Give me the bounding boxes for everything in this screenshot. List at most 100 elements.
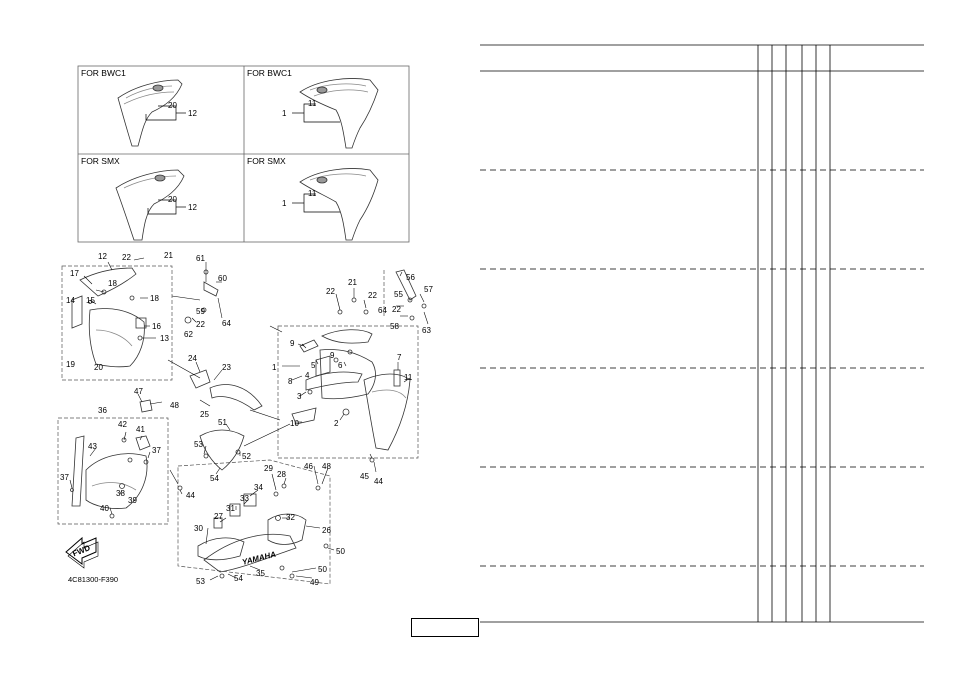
callout-label: 12 <box>188 109 197 118</box>
callout-label: 16 <box>152 322 161 331</box>
callout-label: 10 <box>290 419 299 428</box>
group-outline <box>57 265 419 585</box>
variant-caption: FOR BWC1 <box>247 68 292 78</box>
callout-label: 20 <box>94 363 103 372</box>
callout-label: 22 <box>122 253 131 262</box>
callout-label: 52 <box>242 452 251 461</box>
under-cowl-parts <box>197 483 329 579</box>
right-cowl-parts <box>291 329 411 451</box>
callout-label: 9 <box>290 339 295 348</box>
callout-label: 31 <box>226 504 235 513</box>
callout-label: 37 <box>152 446 161 455</box>
callout-label: 44 <box>186 491 195 500</box>
callout-label: 54 <box>210 474 219 483</box>
callout-label: 40 <box>100 504 109 513</box>
variant-caption: FOR BWC1 <box>81 68 126 78</box>
callout-label: 34 <box>254 483 263 492</box>
callout-label: 64 <box>222 319 231 328</box>
callout-label: 22 <box>368 291 377 300</box>
callout-label: 55 <box>394 290 403 299</box>
upper-cowl-parts <box>71 267 147 368</box>
callout-label: 17 <box>70 269 79 278</box>
callout-label: 2 <box>334 419 339 428</box>
callout-label: 1 <box>282 109 287 118</box>
callout-label: 43 <box>88 442 97 451</box>
side-cowl-illustration <box>299 78 379 149</box>
callout-label: 32 <box>286 513 295 522</box>
parts-list-grid <box>480 44 924 623</box>
callout-label: 39 <box>128 496 137 505</box>
callout-label: 49 <box>310 578 319 587</box>
callout-label: 22 <box>196 320 205 329</box>
callout-label: 44 <box>374 477 383 486</box>
callout-label: 62 <box>184 330 193 339</box>
callout-label: 3 <box>297 392 302 401</box>
callout-label: 63 <box>422 326 431 335</box>
callout-leader <box>292 193 340 213</box>
callout-label: 30 <box>194 524 203 533</box>
side-cowl-illustration <box>115 169 185 241</box>
callout-label: 60 <box>218 274 227 283</box>
callout-label: 21 <box>164 251 173 260</box>
callout-label: 5 <box>311 361 316 370</box>
callout-label: 28 <box>277 470 286 479</box>
callout-label: 53 <box>194 440 203 449</box>
callout-label: 53 <box>196 577 205 586</box>
callout-label: 4 <box>305 371 310 380</box>
callout-label: 11 <box>308 99 317 108</box>
variant-caption: FOR SMX <box>247 156 286 166</box>
fwd-arrow-icon <box>65 536 99 569</box>
page-number-box <box>411 618 479 637</box>
callout-leader <box>292 103 340 123</box>
callout-label: 38 <box>116 489 125 498</box>
illustration-code: 4C81300-F390 <box>68 575 118 584</box>
callout-label: 59 <box>196 307 205 316</box>
callout-label: 19 <box>66 360 75 369</box>
callout-label: 24 <box>188 354 197 363</box>
callout-label: 11 <box>404 373 413 382</box>
brand-mark: YAMAHA <box>241 550 277 567</box>
callout-label: 37 <box>60 473 69 482</box>
callout-leader <box>147 199 186 215</box>
side-cowl-illustration <box>299 168 379 241</box>
callout-label: 18 <box>150 294 159 303</box>
callout-label: 46 <box>304 462 313 471</box>
callout-label: 20 <box>168 195 177 204</box>
callout-label: 27 <box>214 512 223 521</box>
callout-label: 54 <box>234 574 243 583</box>
callout-label: 13 <box>160 334 169 343</box>
callout-label: 48 <box>170 401 179 410</box>
callout-label: 22 <box>326 287 335 296</box>
callout-label: 11 <box>308 189 317 198</box>
callout-label: 50 <box>318 565 327 574</box>
callout-label: 18 <box>108 279 117 288</box>
callout-label: 42 <box>118 420 127 429</box>
callout-label: 58 <box>390 322 399 331</box>
callout-label: 6 <box>338 361 343 370</box>
callout-label: 26 <box>322 526 331 535</box>
callout-label: 47 <box>134 387 143 396</box>
callout-label: 36 <box>98 406 107 415</box>
callout-label: 51 <box>218 418 227 427</box>
callout-label: 8 <box>288 377 293 386</box>
leader-lines <box>69 257 429 581</box>
callout-label: 1 <box>282 199 287 208</box>
callout-label: 29 <box>264 464 273 473</box>
callout-label: 12 <box>188 203 197 212</box>
callout-label: 23 <box>222 363 231 372</box>
callout-label: 25 <box>200 410 209 419</box>
callout-label: 57 <box>424 285 433 294</box>
part-callouts: 1 2 3 4 5 6 7 8 9 9 10 11 12 13 14 15 16… <box>60 251 433 587</box>
callout-label: 9 <box>330 351 335 360</box>
callout-label: 41 <box>136 425 145 434</box>
callout-label: 61 <box>196 254 205 263</box>
callout-label: 35 <box>256 569 265 578</box>
callout-label: 21 <box>348 278 357 287</box>
callout-label: 7 <box>397 353 402 362</box>
callout-label: 1 <box>272 363 277 372</box>
callout-label: 56 <box>406 273 415 282</box>
variant-inset <box>77 65 410 243</box>
callout-label: 45 <box>360 472 369 481</box>
callout-leader <box>145 105 186 121</box>
